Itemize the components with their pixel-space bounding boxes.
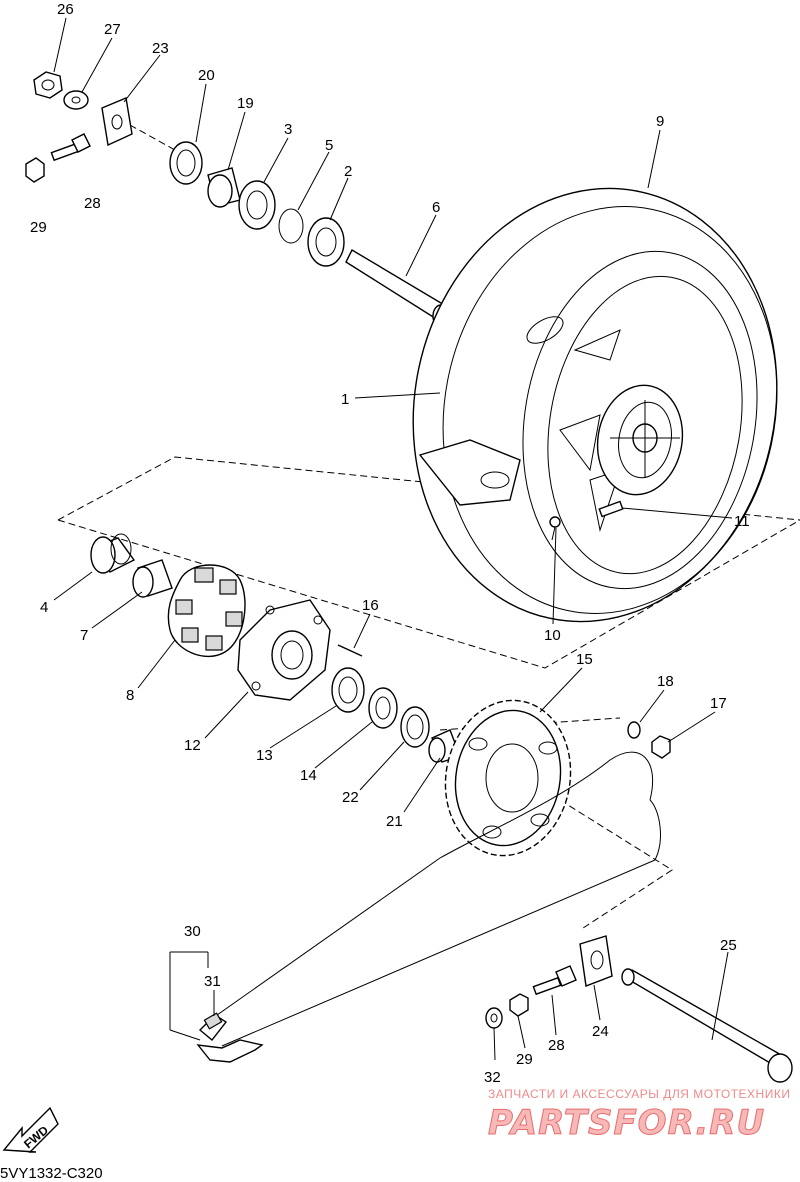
drawing-code: 5VY1332-C320: [0, 1165, 103, 1182]
callout-15: 15: [576, 651, 593, 668]
callout-22: 22: [342, 789, 359, 806]
callout-29-bottom: 29: [516, 1051, 533, 1068]
part-28-bolt-bottom: [532, 965, 577, 996]
callout-32: 32: [484, 1069, 501, 1086]
callout-21: 21: [386, 813, 403, 830]
part-7-collar: [132, 559, 173, 598]
part-30-drive-chain: [196, 751, 661, 1063]
callout-9: 9: [656, 113, 664, 130]
part-24-adjuster-plate: [579, 935, 613, 987]
part-28-bolt-top: [50, 133, 91, 162]
part-12-clutch-hub: [237, 599, 331, 701]
part-15-sprocket: [444, 699, 572, 857]
leader-lines: [53, 17, 733, 1061]
callout-11: 11: [734, 513, 750, 530]
part-29-nut-top: [25, 157, 45, 183]
callout-28-bottom: 28: [548, 1037, 565, 1054]
callout-31: 31: [204, 973, 221, 990]
callout-10: 10: [544, 627, 561, 644]
callout-2: 2: [344, 163, 352, 180]
part-32-washer: [485, 1007, 503, 1029]
watermark: ЗАПЧАСТИ И АКСЕССУАРЫ ДЛЯ МОТОТЕХНИКИ PA…: [488, 1087, 790, 1144]
fwd-arrow-icon: FWD: [2, 1106, 59, 1153]
callout-19: 19: [237, 95, 254, 112]
callout-8: 8: [126, 687, 134, 704]
part-17-nut: [651, 735, 671, 759]
part-2-bearing: [307, 217, 345, 267]
part-16-stud: [337, 644, 363, 657]
part-10-valve: [549, 516, 561, 541]
part-22-oil-seal: [400, 706, 430, 748]
part-29-nut-bottom: [509, 993, 529, 1017]
callout-30: 30: [184, 923, 201, 940]
axle-dashed-line: [129, 124, 176, 151]
callout-14: 14: [300, 767, 317, 784]
callout-3: 3: [284, 121, 292, 138]
callout-26: 26: [57, 1, 74, 18]
part-9-rear-wheel: [412, 187, 778, 623]
part-11-balance-weight: [598, 500, 624, 518]
part-14-oil-seal: [368, 687, 398, 729]
part-13-bearing: [331, 667, 365, 713]
callout-12: 12: [184, 737, 201, 754]
callout-6: 6: [432, 199, 440, 216]
callout-27: 27: [104, 21, 121, 38]
part-8-damper: [167, 564, 246, 658]
callout-28-top: 28: [84, 195, 101, 212]
callout-13: 13: [256, 747, 273, 764]
callout-24: 24: [592, 1023, 609, 1040]
part-19-collar: [207, 167, 241, 208]
watermark-tagline: ЗАПЧАСТИ И АКСЕССУАРЫ ДЛЯ МОТОТЕХНИКИ: [488, 1087, 790, 1101]
callout-1: 1: [341, 391, 349, 408]
callout-7: 7: [80, 627, 88, 644]
callout-23: 23: [152, 40, 169, 57]
part-3-bearing: [238, 180, 276, 230]
callout-17: 17: [710, 695, 727, 712]
part-23-adjuster-plate: [101, 97, 133, 147]
part-25-axle: [621, 968, 793, 1083]
part-5-circlip: [278, 208, 304, 244]
part-6-spacer-tube: [345, 249, 450, 328]
callout-16: 16: [362, 597, 379, 614]
callout-20: 20: [198, 67, 215, 84]
watermark-logo: PARTSFOR.RU: [488, 1103, 765, 1143]
part-26-nut: [33, 71, 63, 99]
part-20-oil-seal: [169, 141, 203, 185]
callout-4: 4: [40, 599, 48, 616]
callout-labels: 26 27 23 20 19 3 5 2 6 9 29 28 1 11 10 1…: [30, 1, 750, 1086]
part-4-bearing: [90, 533, 136, 574]
callout-29-top: 29: [30, 219, 47, 236]
callout-18: 18: [657, 673, 674, 690]
callout-25: 25: [720, 937, 737, 954]
callout-5: 5: [325, 137, 333, 154]
part-18-washer: [627, 721, 641, 739]
part-27-washer: [63, 90, 89, 110]
part-31-joint: [203, 1012, 223, 1030]
